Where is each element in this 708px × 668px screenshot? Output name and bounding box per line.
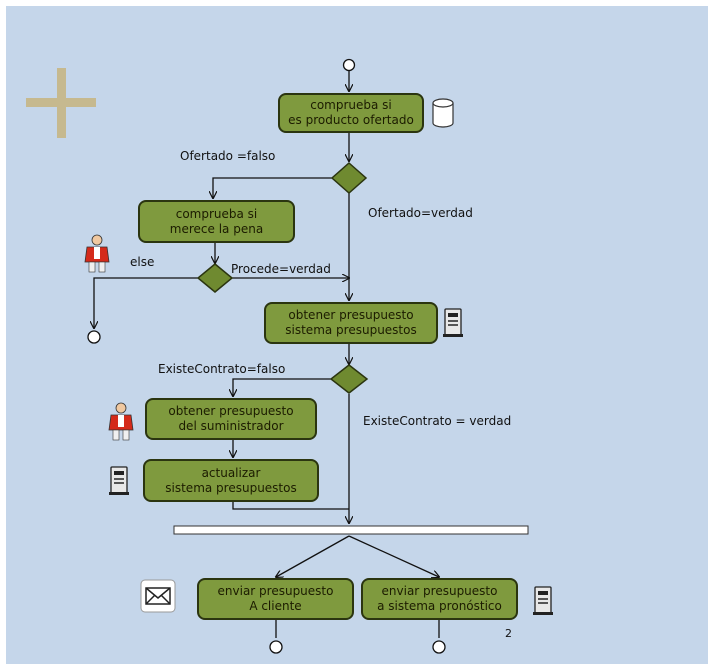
person-icon <box>108 402 134 441</box>
fork-bar <box>173 525 529 535</box>
computer-tower-icon <box>443 308 463 337</box>
guard-ofertado-falso: Ofertado =falso <box>180 149 276 163</box>
decision-ofertado <box>330 161 368 195</box>
activity-line: obtener presupuesto <box>288 308 414 322</box>
plus-cross-icon <box>26 68 96 138</box>
activity-enviar-pronostico: enviar presupuesto a sistema pronóstico <box>361 578 518 620</box>
decision-existe-contrato <box>329 364 369 394</box>
person-icon <box>84 234 110 273</box>
activity-line: enviar presupuesto <box>381 584 498 598</box>
diagram-connectors <box>87 58 529 654</box>
envelope-icon <box>140 579 176 613</box>
activity-line: obtener presupuesto <box>168 404 294 418</box>
activity-obtener-suministrador: obtener presupuesto del suministrador <box>145 398 317 440</box>
guard-procede-verdad: Procede=verdad <box>231 262 331 276</box>
computer-tower-icon <box>533 586 553 615</box>
final-node-pronostico <box>432 640 446 654</box>
activity-line: merece la pena <box>169 221 264 236</box>
activity-line: sistema presupuestos <box>165 480 297 495</box>
guard-existe-contrato-verdad: ExisteContrato = verdad <box>363 414 512 428</box>
guard-existe-contrato-falso: ExisteContrato=falso <box>158 362 286 376</box>
activity-line: es producto ofertado <box>288 113 414 127</box>
activity-obtener-sistema: obtener presupuesto sistema presupuestos <box>264 302 438 344</box>
activity-line: comprueba si <box>310 98 392 112</box>
activity-comprueba-ofertado: comprueba si es producto ofertado <box>278 93 424 133</box>
final-node-cliente <box>269 640 283 654</box>
guard-ofertado-verdad: Ofertado=verdad <box>368 206 473 220</box>
initial-node <box>342 58 356 72</box>
activity-comprueba-merece: comprueba si merece la pena <box>138 200 295 243</box>
computer-tower-icon <box>109 466 129 495</box>
final-node-else <box>87 330 101 344</box>
activity-enviar-cliente: enviar presupuesto A cliente <box>197 578 354 620</box>
database-icon <box>432 98 454 128</box>
activity-line: actualizar <box>201 465 261 480</box>
activity-line: A cliente <box>249 599 302 613</box>
activity-line: comprueba si <box>175 206 258 221</box>
page-number: 2 <box>505 627 512 640</box>
activity-line: a sistema pronóstico <box>377 599 502 613</box>
slide: comprueba si es producto ofertado compru… <box>6 6 708 664</box>
activity-actualizar: actualizar sistema presupuestos <box>143 459 319 502</box>
guard-else: else <box>130 255 155 269</box>
activity-line: enviar presupuesto <box>217 584 334 598</box>
decision-procede <box>196 263 234 293</box>
activity-line: del suministrador <box>178 419 284 433</box>
activity-line: sistema presupuestos <box>285 323 417 337</box>
